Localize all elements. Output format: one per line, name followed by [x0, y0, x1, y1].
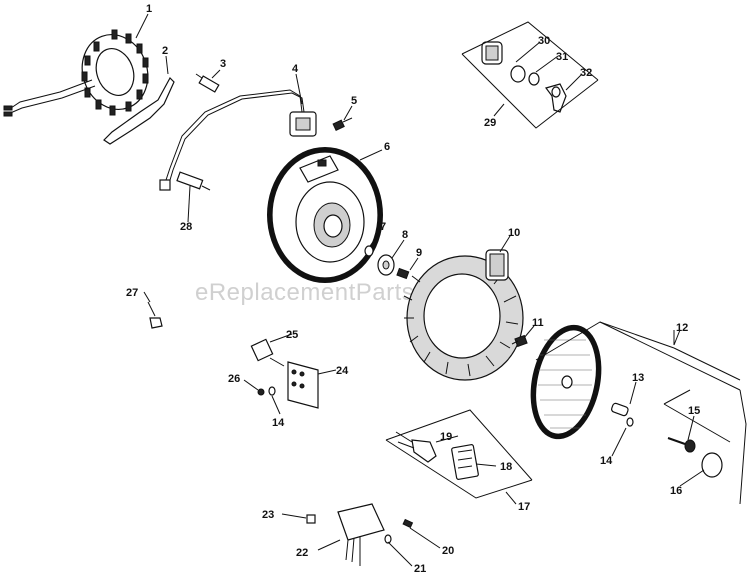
callout-10: 10: [508, 227, 520, 239]
key-32-part: [544, 83, 567, 113]
regulator-22-part: [337, 503, 385, 566]
callout-24: 24: [336, 365, 349, 377]
callout-31: 31: [556, 51, 568, 63]
ground-bracket-part: [103, 77, 175, 145]
screw-15-part: [667, 437, 696, 453]
screw-20-part: [402, 518, 414, 529]
callout-13: 13: [632, 372, 644, 384]
callout-3: 3: [220, 58, 226, 70]
stator-teeth: [81, 29, 149, 116]
spacer-13-part: [611, 402, 629, 417]
flywheel-part: [267, 147, 383, 283]
callout-27: 27: [126, 287, 138, 299]
washer-14b-part: [268, 386, 276, 396]
callout-28: 28: [180, 221, 192, 233]
callout-15: 15: [688, 405, 700, 417]
terminal-27-part: [147, 301, 163, 329]
callout-29: 29: [484, 117, 496, 129]
washer-8-part: [377, 254, 395, 276]
stator-part: [3, 29, 149, 117]
washer-21-part: [384, 534, 392, 544]
grass-screen-part: [530, 324, 602, 440]
callout-18: 18: [500, 461, 512, 473]
callout-labels: 1 2 3 4 5 6 7 8 9 10 11 12 13 14 15 16 1…: [126, 3, 700, 575]
callout-7: 7: [380, 221, 386, 233]
callout-6: 6: [384, 141, 390, 153]
callout-26: 26: [228, 373, 240, 385]
nut-31b-part: [528, 72, 540, 86]
callout-25: 25: [286, 329, 298, 341]
assembly-12-bracket: [535, 321, 747, 505]
callout-14-screen: 14: [600, 455, 613, 467]
washer-7-part: [364, 245, 374, 257]
regulator-24-part: [287, 361, 319, 409]
callout-8: 8: [402, 229, 408, 241]
callout-2: 2: [162, 45, 168, 57]
callout-12: 12: [676, 322, 688, 334]
callout-32: 32: [580, 67, 592, 79]
fan-part: [403, 249, 524, 381]
callout-21: 21: [414, 563, 426, 575]
callout-19: 19: [440, 431, 452, 443]
callout-11: 11: [532, 317, 544, 329]
spark-plug-28-part: [176, 171, 211, 191]
callout-9: 9: [416, 247, 422, 259]
callout-14-regulator: 14: [272, 417, 285, 429]
callout-17: 17: [518, 501, 530, 513]
spark-plug-cap-part: [195, 73, 220, 93]
cap-16-part: [701, 452, 723, 478]
screw-26-part: [257, 388, 265, 396]
assembly-29-bracket: [461, 21, 599, 129]
callout-22: 22: [296, 547, 308, 559]
nut-9-part: [396, 267, 410, 280]
key-switch-30-part: [481, 41, 503, 65]
nut-31-part: [510, 65, 526, 83]
rectifier-18-part: [451, 444, 479, 480]
assembly-17-bracket: [385, 409, 533, 499]
callout-4: 4: [292, 63, 299, 75]
screw-5-part: [332, 117, 353, 131]
callout-20: 20: [442, 545, 454, 557]
callout-23: 23: [262, 509, 274, 521]
callout-1: 1: [146, 3, 152, 15]
callout-5: 5: [351, 95, 357, 107]
harness-19-part: [395, 431, 437, 463]
callout-30: 30: [538, 35, 550, 47]
leader-lines: [135, 13, 705, 567]
washer-14-part: [626, 417, 634, 427]
callout-16: 16: [670, 485, 682, 497]
screw-11-part: [511, 334, 528, 348]
connector-25-part: [250, 338, 285, 367]
nut-23-part: [306, 514, 316, 524]
